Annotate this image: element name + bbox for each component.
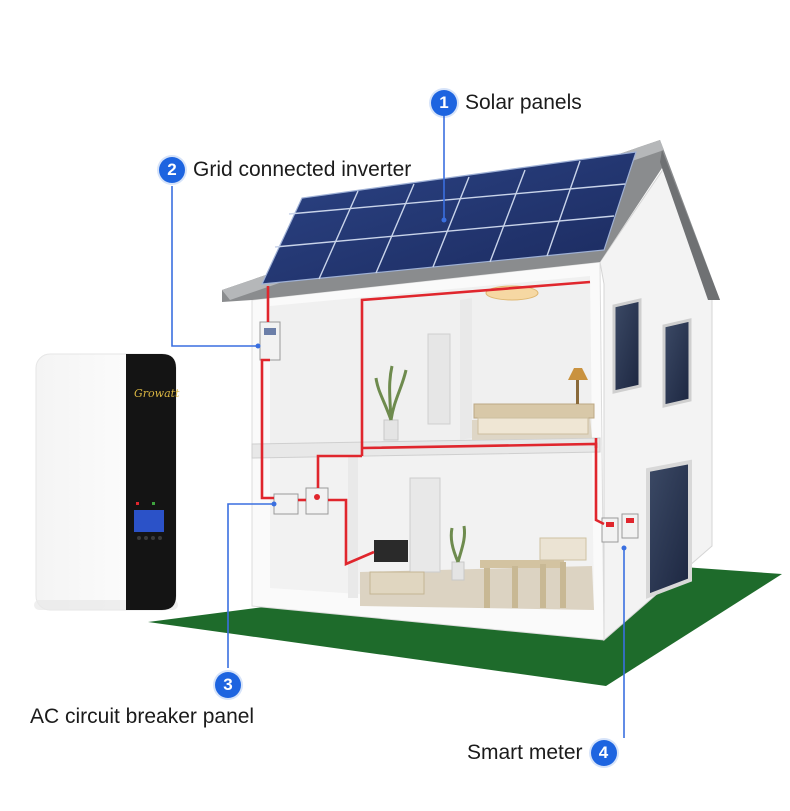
callout-label-ac-circuit-breaker-panel: AC circuit breaker panel xyxy=(30,705,255,728)
ground-room-furniture xyxy=(369,477,587,608)
inverter-brand-logo: Growatt xyxy=(134,387,180,400)
leader-line-2 xyxy=(171,186,258,347)
solar-panel-array xyxy=(261,151,637,285)
callout-label-grid-connected-inverter: Grid connected inverter xyxy=(193,158,412,181)
callout-badge-4: 4 xyxy=(590,740,617,766)
callout-ac-circuit-breaker-panel: AC circuit breaker panel xyxy=(30,705,254,729)
leader-line-3 xyxy=(227,503,274,668)
leader-lines xyxy=(171,116,625,738)
side-windows xyxy=(612,298,692,599)
red-wiring xyxy=(260,280,605,566)
smart-meter-box xyxy=(601,513,639,543)
callout-grid-connected-inverter: 2 Grid connected inverter xyxy=(159,157,411,183)
callout-label-solar-panels: Solar panels xyxy=(465,91,582,114)
leader-dots xyxy=(255,217,627,551)
callout-badge-3: 3 xyxy=(215,672,241,698)
growatt-inverter-unit: Growatt xyxy=(34,353,180,611)
callout-badge-1: 1 xyxy=(431,90,457,116)
upper-room-furniture xyxy=(374,333,595,441)
callout-label-smart-meter: Smart meter xyxy=(467,741,583,764)
house-inverter-box xyxy=(259,321,281,361)
callout-smart-meter: Smart meter 4 xyxy=(467,740,617,766)
callout-solar-panels: 1 Solar panels xyxy=(431,90,582,116)
callout-badge-2: 2 xyxy=(159,157,185,183)
inverter-display-screen xyxy=(134,510,164,532)
